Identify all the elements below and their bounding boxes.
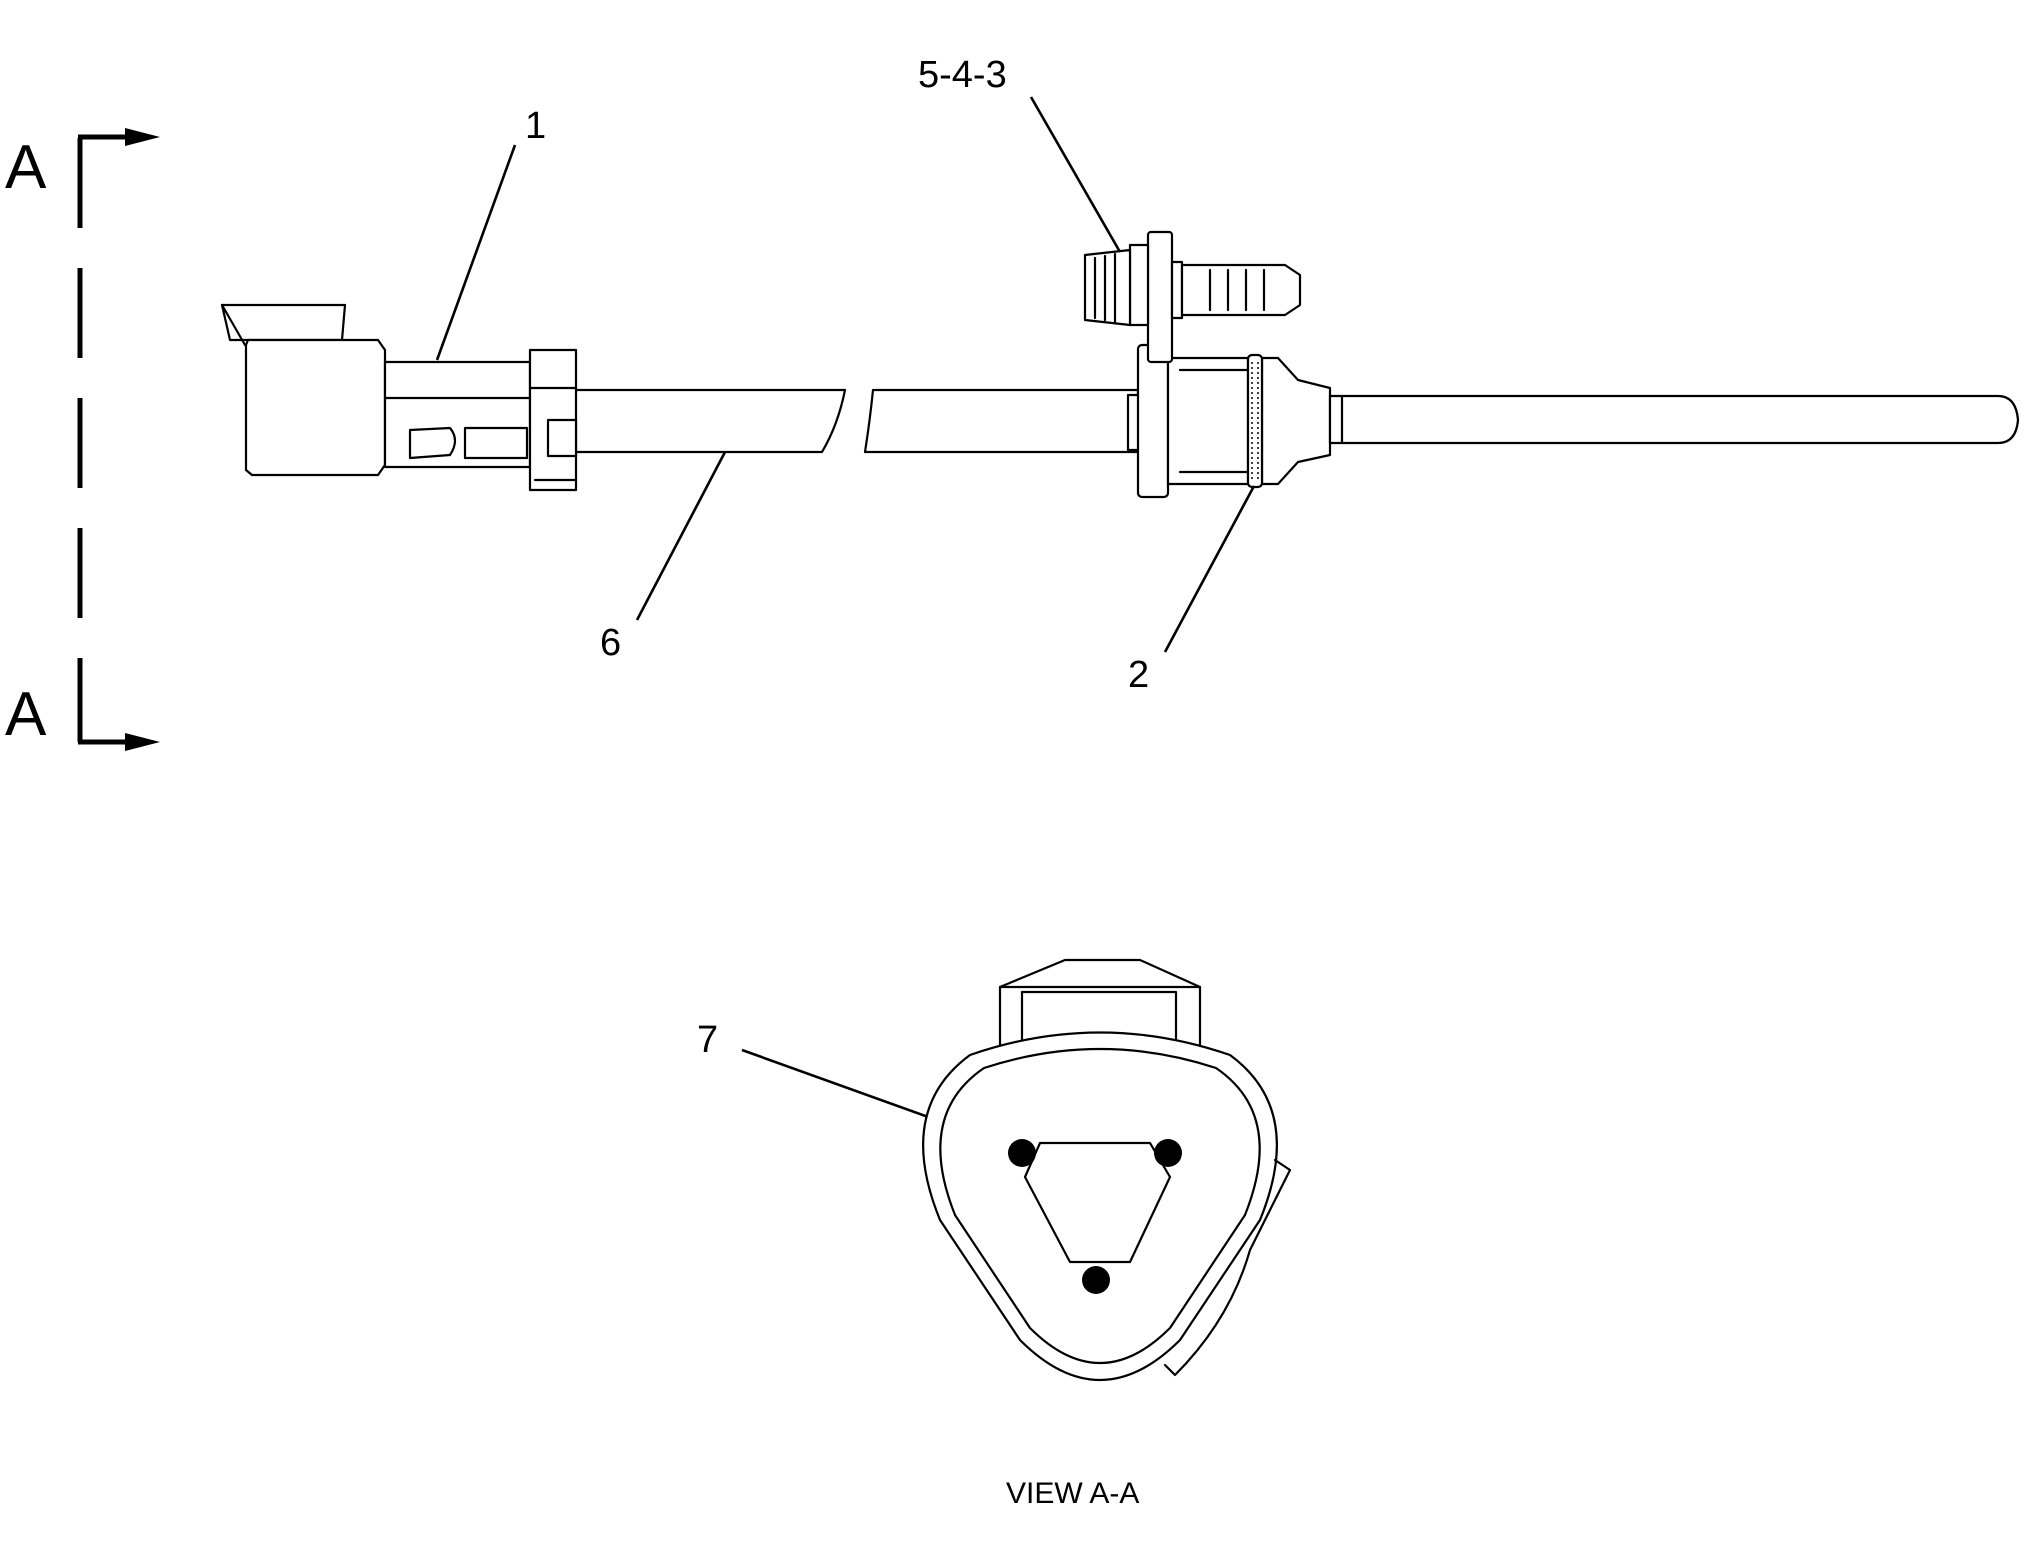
leader-bracket-bolt	[1029, 96, 1122, 253]
callout-bracket-bolt: 5-4-3	[918, 54, 1007, 96]
cable	[573, 388, 1140, 454]
terminal-pin-right	[1154, 1139, 1182, 1167]
callout-terminal: 7	[697, 1019, 718, 1061]
section-letter-bottom: A	[5, 680, 47, 749]
terminal-pin-bottom	[1082, 1266, 1110, 1294]
view-a-a	[922, 958, 1292, 1381]
section-letter-top: A	[5, 133, 47, 202]
leader-connector	[435, 144, 517, 361]
section-marker: A A	[5, 128, 160, 751]
terminal-insert	[1023, 1141, 1172, 1264]
leader-cable	[635, 451, 727, 621]
terminal-pin-left	[1008, 1139, 1036, 1167]
leader-o-ring	[1163, 485, 1256, 653]
callout-connector: 1	[525, 105, 546, 147]
sensor-body	[1126, 343, 2020, 499]
o-ring	[1246, 353, 1264, 489]
section-arrow-bottom-head	[125, 733, 160, 751]
bracket-bolt	[1083, 230, 1302, 364]
view-label: VIEW A-A	[1006, 1477, 1139, 1510]
section-arrow-top-head	[125, 128, 160, 146]
connector	[220, 303, 578, 492]
callout-o-ring: 2	[1128, 654, 1149, 696]
callout-cable: 6	[600, 622, 621, 664]
